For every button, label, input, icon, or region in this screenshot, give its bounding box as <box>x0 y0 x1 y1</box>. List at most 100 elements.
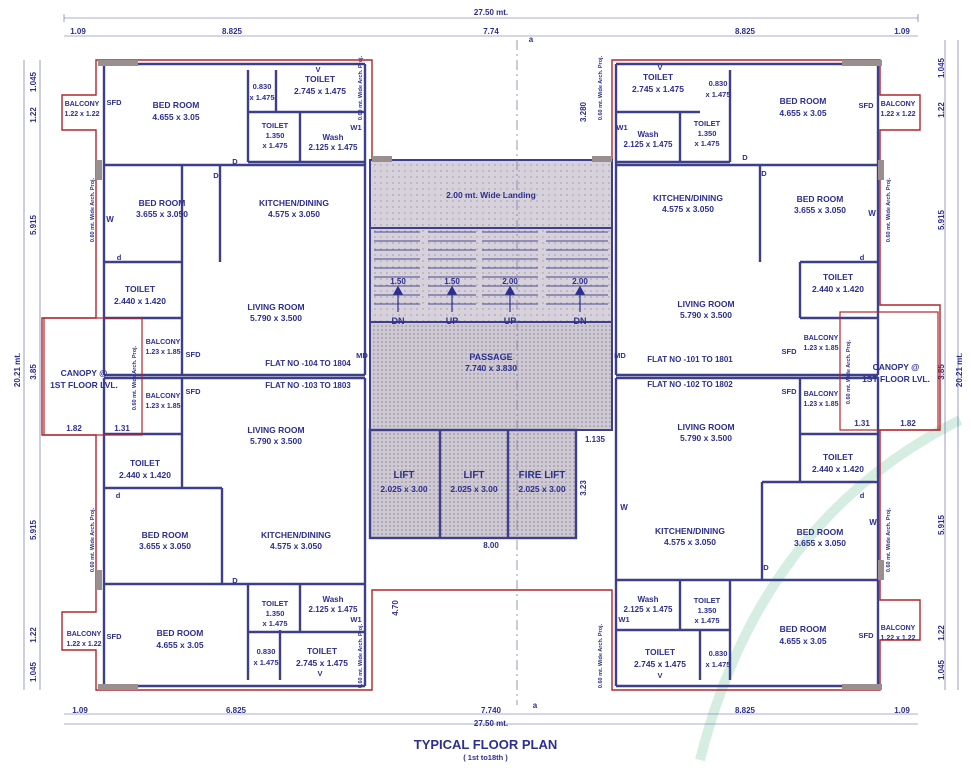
plan-title: TYPICAL FLOOR PLAN <box>413 737 558 752</box>
lift-2-label: LIFT <box>463 470 484 481</box>
br-arch-1: 0.60 mt. Wide Arch. Proj. <box>886 507 892 572</box>
stair-width-1: 1.50 <box>390 277 406 286</box>
tl-toilet3-label: TOILET <box>125 284 156 294</box>
stair-up-2: UP <box>504 316 517 326</box>
lift-2-size: 2.025 x 3.00 <box>450 484 498 494</box>
tl-arch-1: 0.60 mt. Wide Arch. Proj. <box>358 55 364 120</box>
lift-1-label: LIFT <box>393 470 414 481</box>
br-kitchen-size: 4.575 x 3.050 <box>664 537 716 547</box>
br-sfd2: SFD <box>859 631 875 640</box>
bl-toilet2-b: x 1.475 <box>262 619 287 628</box>
tl-toilet1-label: TOILET <box>305 74 336 84</box>
dim-131-right: 1.31 <box>854 419 870 428</box>
br-toilet1-label: TOILET <box>823 452 854 462</box>
tl-bedroom2-size: 3.655 x 3.050 <box>136 209 188 219</box>
flat-top-left: BED ROOM 4.655 x 3.05 BALCONY 1.22 x 1.2… <box>64 55 364 368</box>
passage-label: PASSAGE <box>469 352 512 362</box>
tl-bedroom1-label: BED ROOM <box>153 100 200 110</box>
tr-bedroom1-size: 4.655 x 3.05 <box>779 108 827 118</box>
canopy-left-label: CANOPY @ <box>61 368 108 378</box>
br-w1: W1 <box>618 615 629 624</box>
tl-d3: d <box>117 253 122 262</box>
bl-arch-1: 0.60 mt. Wide Arch. Proj. <box>90 507 96 572</box>
lift-shaft-area <box>368 428 578 540</box>
tl-balcony2-label: BALCONY <box>146 339 181 346</box>
tr-toilet2-a: 1.350 <box>698 129 717 138</box>
bl-bedroom1-size: 3.655 x 3.050 <box>139 541 191 551</box>
tr-d3: d <box>860 253 865 262</box>
tr-d2: D <box>761 169 767 178</box>
stair-width-2: 1.50 <box>444 277 460 286</box>
flat-bottom-left: FLAT NO -103 TO 1803 BALCONY 1.23 x 1.85… <box>66 381 364 688</box>
canopy-left <box>43 317 143 436</box>
dim-6825-bl: 6.825 <box>226 706 247 715</box>
tr-wash-label: Wash <box>637 130 658 139</box>
dim-1135: 1.135 <box>585 435 606 444</box>
tl-toilet2-b: x 1.475 <box>262 141 287 150</box>
bl-wash-label: Wash <box>322 595 343 604</box>
bl-balcony2-label: BALCONY <box>67 631 102 638</box>
br-small-dim-a: 0.830 <box>709 649 728 658</box>
tr-sfd: SFD <box>859 101 875 110</box>
dim-right-5915-bottom: 5.915 <box>937 514 946 535</box>
bl-v1: V <box>317 669 322 678</box>
fire-lift-label: FIRE LIFT <box>519 470 566 481</box>
passage-area <box>369 321 613 431</box>
section-a-top: a <box>529 35 534 44</box>
br-sfd: SFD <box>782 387 798 396</box>
dim-470: 4.70 <box>391 600 400 616</box>
tl-balcony-size: 1.22 x 1.22 <box>64 111 99 118</box>
dim-8825-tr: 8.825 <box>735 27 756 36</box>
tl-toilet3-size: 2.440 x 1.420 <box>114 296 166 306</box>
tl-w1: W1 <box>350 123 361 132</box>
tl-v1: V <box>315 65 320 74</box>
flat-tl-number: FLAT NO -104 TO 1804 <box>265 359 351 368</box>
tr-arch-1: 0.60 mt. Wide Arch. Proj. <box>598 55 604 120</box>
br-small-dim-b: x 1.475 <box>705 660 730 669</box>
tr-balcony-size: 1.22 x 1.22 <box>880 111 915 118</box>
bl-small-dim-b: x 1.475 <box>253 658 278 667</box>
dim-left-385: 3.85 <box>29 364 38 380</box>
tl-balcony-label: BALCONY <box>65 101 100 108</box>
dim-left-5915-top: 5.915 <box>29 214 38 235</box>
flat-tr-number: FLAT NO -101 TO 1801 <box>647 355 733 364</box>
section-a-bottom: a <box>533 701 538 710</box>
bl-toilet1-label: TOILET <box>130 458 161 468</box>
dim-109-tr: 1.09 <box>894 27 910 36</box>
bl-toilet2-a: 1.350 <box>266 609 285 618</box>
br-bedroom1-size: 3.655 x 3.050 <box>794 538 846 548</box>
dim-8825-tl: 8.825 <box>222 27 243 36</box>
tr-toilet2-label: TOILET <box>694 119 721 128</box>
tr-bedroom1-label: BED ROOM <box>780 96 827 106</box>
bl-toilet3-size: 2.745 x 1.475 <box>296 658 348 668</box>
br-v1: V <box>657 671 662 680</box>
dim-right-total: 20.21 mt. <box>955 353 964 387</box>
tr-living-label: LIVING ROOM <box>677 299 734 309</box>
flat-top-left-walls <box>102 62 367 377</box>
bl-sfd2: SFD <box>107 632 123 641</box>
bl-small-dim-a: 0.830 <box>257 647 276 656</box>
tr-toilet3-label: TOILET <box>823 272 854 282</box>
flat-bottom-right-walls <box>614 376 880 688</box>
br-d2: d <box>860 491 865 500</box>
tr-toilet1-size: 2.745 x 1.475 <box>632 84 684 94</box>
br-wash-size: 2.125 x 1.475 <box>624 605 673 614</box>
br-toilet3-label: TOILET <box>645 647 676 657</box>
tr-toilet2-b: x 1.475 <box>694 139 719 148</box>
tr-kitchen-label: KITCHEN/DINING <box>653 193 723 203</box>
top-dimensions: 27.50 mt. 1.09 8.825 7.74 8.825 1.09 a <box>63 8 919 44</box>
br-toilet2-b: x 1.475 <box>694 616 719 625</box>
dim-109-tl: 1.09 <box>70 27 86 36</box>
tr-balcony-label: BALCONY <box>881 101 916 108</box>
tr-w-1: W <box>868 209 876 218</box>
br-w-2: W <box>869 518 877 527</box>
dim-left-5915-bottom: 5.915 <box>29 519 38 540</box>
tr-kitchen-size: 4.575 x 3.050 <box>662 204 714 214</box>
tl-d1: D <box>232 157 238 166</box>
bl-bedroom2-size: 4.655 x 3.05 <box>156 640 204 650</box>
dim-left-122-bottom: 1.22 <box>29 627 38 643</box>
br-arch-2: 0.60 mt. Wide Arch. Proj. <box>598 623 604 688</box>
bl-w1: W1 <box>350 615 361 624</box>
tr-toilet3-size: 2.440 x 1.420 <box>812 284 864 294</box>
tr-small-dim-b: x 1.475 <box>705 90 730 99</box>
